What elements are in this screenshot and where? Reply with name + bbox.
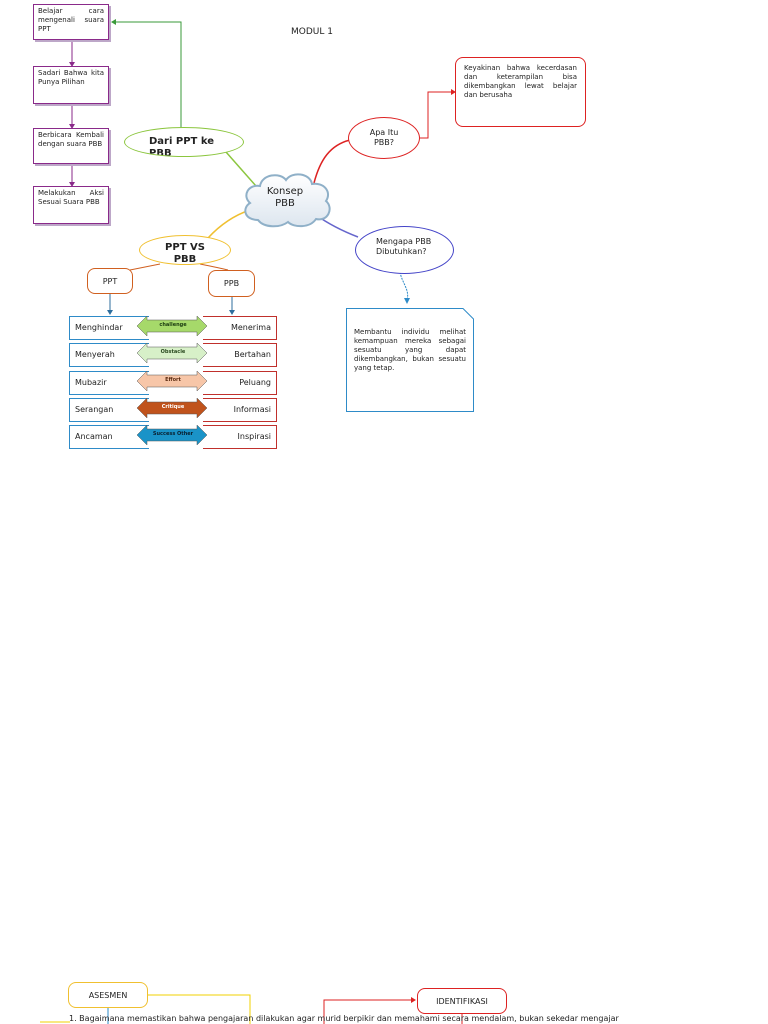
dari-ppt-label: Dari PPT ke PBB bbox=[149, 136, 215, 157]
identifikasi-box: IDENTIFIKASI bbox=[417, 988, 507, 1014]
ppb-item-4: Informasi bbox=[203, 398, 277, 422]
ppt-item-4: Serangan bbox=[69, 398, 149, 422]
ppt-vs-pbb-ellipse: PPT VS PBB bbox=[139, 235, 231, 265]
membantu-frame bbox=[346, 308, 474, 412]
apa-itu-label: Apa Itu PBB? bbox=[369, 128, 399, 147]
arrow-label-2: Obstacle bbox=[160, 349, 186, 355]
step-box-2: Sadari Bahwa kita Punya Pilihan bbox=[33, 66, 109, 104]
asesmen-box: ASESMEN bbox=[68, 982, 148, 1008]
mengapa-ellipse: Mengapa PBB Dibutuhkan? bbox=[355, 226, 454, 274]
ppb-item-5: Inspirasi bbox=[203, 425, 277, 449]
ppt-item-5: Ancaman bbox=[69, 425, 149, 449]
arrow-label-4: Critique bbox=[161, 404, 185, 410]
arrow-label-1: challenge bbox=[159, 322, 187, 328]
ppb-item-2: Bertahan bbox=[203, 343, 277, 367]
double-arrow-1 bbox=[136, 315, 208, 337]
ppt-item-2: Menyerah bbox=[69, 343, 149, 367]
ppt-item-3: Mubazir bbox=[69, 371, 149, 395]
center-label: Konsep PBB bbox=[266, 186, 304, 209]
keyakinan-box: Keyakinan bahwa kecerdasan dan keterampi… bbox=[455, 57, 586, 127]
step-box-1: Belajar cara mengenali suara PPT bbox=[33, 4, 109, 40]
ppb-item-1: Menerima bbox=[203, 316, 277, 340]
step-box-3: Berbicara Kembali dengan suara PBB bbox=[33, 128, 109, 164]
arrow-label-3: Effort bbox=[165, 377, 181, 383]
double-arrow-5 bbox=[136, 424, 208, 446]
ppt-box: PPT bbox=[87, 268, 133, 294]
ppt-item-1: Menghindar bbox=[69, 316, 149, 340]
cloud-shape bbox=[244, 173, 331, 228]
dari-ppt-ellipse: Dari PPT ke PBB bbox=[124, 127, 244, 157]
double-arrow-2 bbox=[136, 342, 208, 364]
membantu-text: Membantu individu melihat kemampuan mere… bbox=[354, 328, 466, 372]
arrow-label-5: Success Other bbox=[152, 431, 194, 437]
ppt-vs-pbb-label: PPT VS PBB bbox=[165, 242, 205, 265]
double-arrow-3 bbox=[136, 370, 208, 392]
page-title: MODUL 1 bbox=[291, 27, 333, 37]
ppb-box: PPB bbox=[208, 270, 255, 297]
double-arrows bbox=[136, 315, 208, 446]
apa-itu-ellipse: Apa Itu PBB? bbox=[348, 117, 420, 159]
mengapa-label: Mengapa PBB Dibutuhkan? bbox=[376, 237, 432, 256]
ppb-item-3: Peluang bbox=[203, 371, 277, 395]
bottom-text-line: 1. Bagaimana memastikan bahwa pengajaran… bbox=[69, 1014, 619, 1023]
double-arrow-4 bbox=[136, 397, 208, 419]
step-box-4: Melakukan Aksi Sesuai Suara PBB bbox=[33, 186, 109, 224]
